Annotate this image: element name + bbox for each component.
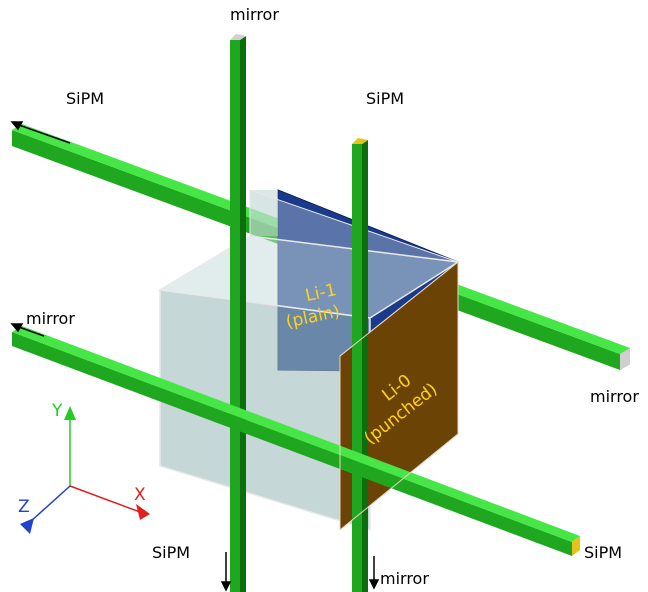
left-mirror-label: mirror (26, 309, 75, 328)
arrow-bottom-right (368, 556, 380, 590)
top-mirror-label: mirror (230, 5, 279, 24)
arrow-bottom-left (220, 552, 232, 592)
z-axis-line (29, 485, 71, 523)
z-axis-label: Z (18, 497, 30, 517)
right-mirror-label: mirror (590, 387, 639, 406)
top-left-sipm-label: SiPM (66, 89, 104, 108)
top-right-sipm-label: SiPM (366, 89, 404, 108)
arrow-left-mirror (10, 323, 45, 337)
lower-horizontal-bar (12, 326, 580, 556)
left-vertical-bar (230, 34, 246, 592)
right-vertical-bar (352, 138, 368, 592)
bottom-right-sipm-label: SiPM (584, 543, 622, 562)
sipm-cap (352, 138, 368, 144)
axis-triad: Y X Z (18, 401, 150, 534)
sipm-cap (572, 536, 580, 556)
x-axis-line (69, 485, 141, 513)
z-axis-arrowhead (20, 518, 34, 534)
arrow-top-left (10, 121, 71, 144)
mirror-cap (230, 34, 246, 40)
mirror-cap (620, 348, 630, 370)
x-axis-label: X (134, 485, 146, 505)
bottom-left-sipm-label: SiPM (152, 543, 190, 562)
y-axis-label: Y (51, 401, 63, 421)
x-axis-arrowhead (136, 504, 150, 520)
bottom-mirror-label: mirror (380, 569, 429, 588)
y-axis-arrowhead (64, 406, 76, 420)
